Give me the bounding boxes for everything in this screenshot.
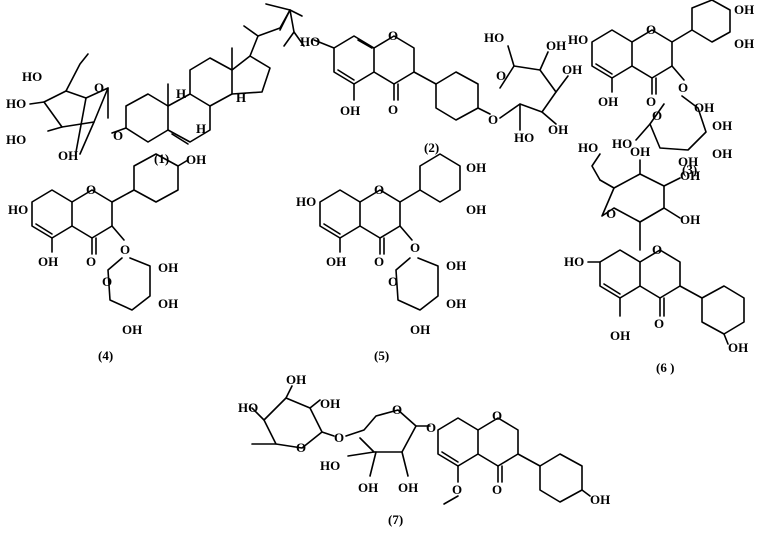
label-s-oh2: OH: [446, 296, 466, 311]
label-s-oh1: OH: [546, 38, 566, 53]
label-h1: H: [176, 86, 186, 101]
label-oh-c: OH: [358, 480, 378, 495]
label-s-oh3: OH: [680, 212, 700, 227]
label-ho-b: HO: [6, 96, 26, 111]
caption-4: (4): [98, 348, 113, 363]
label-ho-c: HO: [6, 132, 26, 147]
label-h2: H: [196, 121, 206, 136]
label-s-o: O: [606, 206, 616, 221]
label-s-oh2: OH: [158, 296, 178, 311]
label-o-ring: O: [646, 22, 656, 37]
compound-2: HO OH O O O HO OH OH HO OH O (2): [300, 28, 582, 155]
label-s-oh3: OH: [122, 322, 142, 337]
label-s-ho2: HO: [514, 130, 534, 145]
label-o-link: O: [410, 240, 420, 255]
label-o-ring: O: [388, 28, 398, 43]
label-ho: HO: [296, 194, 316, 209]
label-oh-top: OH: [186, 152, 206, 167]
label-o-keto: O: [646, 94, 656, 109]
label-ho-a: HO: [238, 400, 258, 415]
label-ho-b: HO: [320, 458, 340, 473]
label-s-oh1: OH: [158, 260, 178, 275]
label-oh-b: OH: [466, 202, 486, 217]
label-s-oh1: OH: [630, 144, 650, 159]
label-s-oh2: OH: [562, 62, 582, 77]
label-s-oh3: OH: [410, 322, 430, 337]
caption-7: (7): [388, 512, 403, 527]
label-oh5: OH: [326, 254, 346, 269]
label-o-ring: O: [86, 182, 96, 197]
label-o-meth: O: [452, 482, 462, 497]
label-o-ring: O: [492, 408, 502, 423]
compound-1: HO HO HO OH O O H H H (1): [6, 3, 305, 166]
label-o-keto: O: [374, 254, 384, 269]
label-s-o: O: [102, 274, 112, 289]
label-s-oh3: OH: [678, 154, 698, 169]
label-oh-b: OH: [734, 36, 754, 51]
label-s-oh1: OH: [446, 258, 466, 273]
label-o-keto: O: [654, 316, 664, 331]
label-ho: HO: [300, 34, 320, 49]
label-o-ring: O: [94, 80, 104, 95]
label-h3: H: [236, 90, 246, 105]
label-o-ring: O: [374, 182, 384, 197]
label-s-oh2: OH: [712, 146, 732, 161]
label-oh-para: OH: [728, 340, 748, 355]
label-o-keto: O: [86, 254, 96, 269]
label-s-ho: HO: [578, 140, 598, 155]
label-s-o: O: [388, 274, 398, 289]
label-ho: HO: [8, 202, 28, 217]
label-o-r1: O: [296, 440, 306, 455]
label-o-keto: O: [388, 102, 398, 117]
compound-4: HO OH O O O OH O OH OH OH (4): [8, 152, 206, 363]
label-ho-a: HO: [22, 69, 42, 84]
label-oh-d: OH: [398, 480, 418, 495]
label-s-ho: HO: [612, 136, 632, 151]
label-s-o: O: [496, 68, 506, 83]
label-oh-para: OH: [590, 492, 610, 507]
label-o-link: O: [120, 242, 130, 257]
label-o-link1: O: [334, 430, 344, 445]
label-oh-a: OH: [286, 372, 306, 387]
label-s-ho: HO: [484, 30, 504, 45]
caption-3: (3): [682, 162, 697, 177]
compound-6: HO OH O O OH HO OH OH OH O (6 ): [564, 140, 748, 375]
label-oh5: OH: [38, 254, 58, 269]
label-oh-b: OH: [320, 396, 340, 411]
label-o-keto: O: [492, 482, 502, 497]
label-oh5: OH: [610, 328, 630, 343]
label-s-oh4: OH: [694, 100, 714, 115]
compound-5: HO OH O O O OH OH O OH OH OH (5): [296, 153, 486, 363]
label-s-o: O: [652, 108, 662, 123]
caption-6: (6 ): [656, 360, 674, 375]
caption-5: (5): [374, 348, 389, 363]
label-o-r2: O: [392, 402, 402, 417]
compound-7: OH HO OH O O O HO OH OH O O O O OH (7): [238, 372, 610, 527]
label-o-ring: O: [652, 242, 662, 257]
label-o-link2: O: [426, 420, 436, 435]
compound-3: HO OH O O O OH OH O OH HO OH OH OH (3): [568, 0, 754, 177]
label-ho: HO: [564, 254, 584, 269]
label-o-link: O: [678, 80, 688, 95]
label-s-oh3: OH: [548, 122, 568, 137]
label-ho: HO: [568, 32, 588, 47]
label-s-oh1: OH: [712, 118, 732, 133]
caption-2: (2): [424, 140, 439, 155]
label-oh-a: OH: [466, 160, 486, 175]
label-oh5: OH: [340, 103, 360, 118]
label-oh-d: OH: [58, 148, 78, 163]
label-o-link: O: [113, 128, 123, 143]
label-s-oh2: OH: [680, 168, 700, 183]
label-o-link: O: [488, 112, 498, 127]
label-oh5: OH: [598, 94, 618, 109]
label-oh-a: OH: [734, 2, 754, 17]
